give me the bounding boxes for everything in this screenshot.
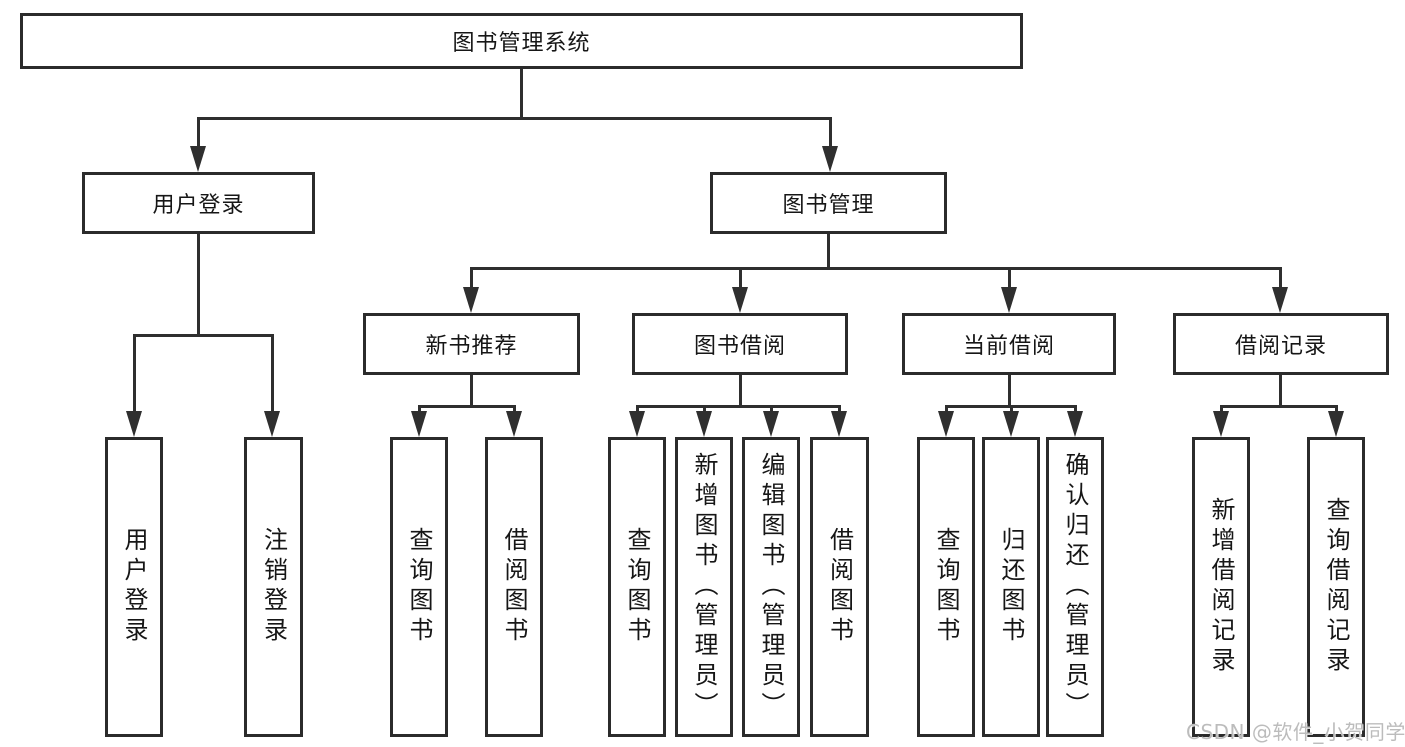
node-label: 图书管理 bbox=[782, 193, 875, 218]
leaf-user-login: 用户登录 bbox=[105, 437, 163, 737]
connector-line bbox=[770, 405, 773, 414]
node-label: 当前借阅 bbox=[962, 334, 1055, 359]
connector-line bbox=[838, 405, 841, 414]
arrow-down-icon bbox=[696, 411, 712, 437]
arrow-down-icon bbox=[1003, 411, 1019, 437]
connector-line bbox=[197, 117, 832, 120]
connector-line bbox=[520, 69, 523, 119]
node-label: 借阅记录 bbox=[1234, 334, 1327, 359]
connector-line bbox=[1010, 405, 1013, 414]
csdn-watermark: CSDN @软件_小贺同学 bbox=[1186, 720, 1405, 744]
connector-line bbox=[1074, 405, 1077, 414]
arrow-down-icon bbox=[264, 411, 280, 437]
arrow-down-icon bbox=[1213, 411, 1229, 437]
leaf-label: 用户登录 bbox=[120, 527, 148, 647]
arrow-down-icon bbox=[411, 411, 427, 437]
leaf-confirm-return-admin: 确认归还（管理员） bbox=[1046, 437, 1104, 737]
connector-line bbox=[739, 375, 742, 408]
connector-line bbox=[1279, 267, 1282, 291]
leaf-return-books: 归还图书 bbox=[982, 437, 1040, 737]
connector-line bbox=[827, 234, 830, 270]
connector-line bbox=[133, 334, 136, 414]
arrow-down-icon bbox=[126, 411, 142, 437]
node-user-login: 用户登录 bbox=[82, 172, 315, 234]
leaf-label: 借阅图书 bbox=[825, 527, 854, 647]
connector-line bbox=[1279, 375, 1282, 408]
leaf-add-borrow-record: 新增借阅记录 bbox=[1192, 437, 1250, 737]
leaf-logout: 注销登录 bbox=[244, 437, 303, 737]
arrow-down-icon bbox=[506, 411, 522, 437]
arrow-down-icon bbox=[822, 146, 838, 172]
leaf-add-books-admin: 新增图书（管理员） bbox=[675, 437, 733, 737]
leaf-borrow-books-borrowing: 借阅图书 bbox=[810, 437, 869, 737]
leaf-search-books-recommend: 查询图书 bbox=[390, 437, 448, 737]
leaf-label: 查询图书 bbox=[405, 527, 433, 647]
leaf-label: 查询借阅记录 bbox=[1322, 497, 1350, 677]
connector-line bbox=[470, 375, 473, 408]
connector-line bbox=[739, 267, 742, 291]
leaf-search-books-borrowing: 查询图书 bbox=[608, 437, 666, 737]
connector-line bbox=[1008, 267, 1011, 291]
connector-line bbox=[1335, 405, 1338, 414]
node-new-book-recommendation: 新书推荐 bbox=[363, 313, 580, 375]
connector-line bbox=[703, 405, 706, 414]
connector-line bbox=[829, 117, 832, 148]
leaf-label: 新增借阅记录 bbox=[1207, 497, 1235, 677]
arrow-down-icon bbox=[831, 411, 847, 437]
leaf-label: 新增图书（管理员） bbox=[690, 452, 718, 722]
arrow-down-icon bbox=[763, 411, 779, 437]
connector-line bbox=[1220, 405, 1223, 414]
leaf-label: 查询图书 bbox=[932, 527, 960, 647]
connector-line bbox=[636, 405, 840, 408]
node-book-management: 图书管理 bbox=[710, 172, 947, 234]
arrow-down-icon bbox=[190, 146, 206, 172]
node-library-management-system: 图书管理系统 bbox=[20, 13, 1023, 69]
node-current-borrowing: 当前借阅 bbox=[902, 313, 1116, 375]
node-book-borrowing: 图书借阅 bbox=[632, 313, 848, 375]
connector-line bbox=[470, 267, 1282, 270]
leaf-label: 编辑图书（管理员） bbox=[757, 452, 785, 722]
leaf-label: 查询图书 bbox=[623, 527, 651, 647]
arrow-down-icon bbox=[1272, 287, 1288, 313]
leaf-edit-books-admin: 编辑图书（管理员） bbox=[742, 437, 800, 737]
arrow-down-icon bbox=[463, 287, 479, 313]
arrow-down-icon bbox=[1001, 287, 1017, 313]
connector-line bbox=[1008, 375, 1011, 408]
connector-line bbox=[133, 334, 274, 337]
arrow-down-icon bbox=[732, 287, 748, 313]
leaf-borrow-books-recommend: 借阅图书 bbox=[485, 437, 543, 737]
connector-line bbox=[197, 117, 200, 148]
leaf-label: 注销登录 bbox=[259, 527, 288, 647]
node-borrowing-records: 借阅记录 bbox=[1173, 313, 1389, 375]
node-label: 新书推荐 bbox=[425, 334, 518, 359]
connector-line bbox=[418, 405, 515, 408]
leaf-label: 借阅图书 bbox=[500, 527, 528, 647]
leaf-search-books-current: 查询图书 bbox=[917, 437, 975, 737]
leaf-label: 确认归还（管理员） bbox=[1061, 452, 1089, 722]
connector-line bbox=[197, 234, 200, 336]
connector-line bbox=[1220, 405, 1337, 408]
connector-line bbox=[470, 267, 473, 291]
arrow-down-icon bbox=[1328, 411, 1344, 437]
leaf-search-borrow-record: 查询借阅记录 bbox=[1307, 437, 1365, 737]
connector-line bbox=[271, 334, 274, 414]
leaf-label: 归还图书 bbox=[997, 527, 1025, 647]
node-label: 图书借阅 bbox=[693, 334, 786, 359]
node-label: 用户登录 bbox=[152, 193, 245, 218]
arrow-down-icon bbox=[629, 411, 645, 437]
connector-line bbox=[636, 405, 639, 414]
connector-line bbox=[945, 405, 948, 414]
node-label: 图书管理系统 bbox=[452, 31, 591, 56]
connector-line bbox=[418, 405, 421, 414]
connector-line bbox=[513, 405, 516, 414]
arrow-down-icon bbox=[938, 411, 954, 437]
arrow-down-icon bbox=[1067, 411, 1083, 437]
